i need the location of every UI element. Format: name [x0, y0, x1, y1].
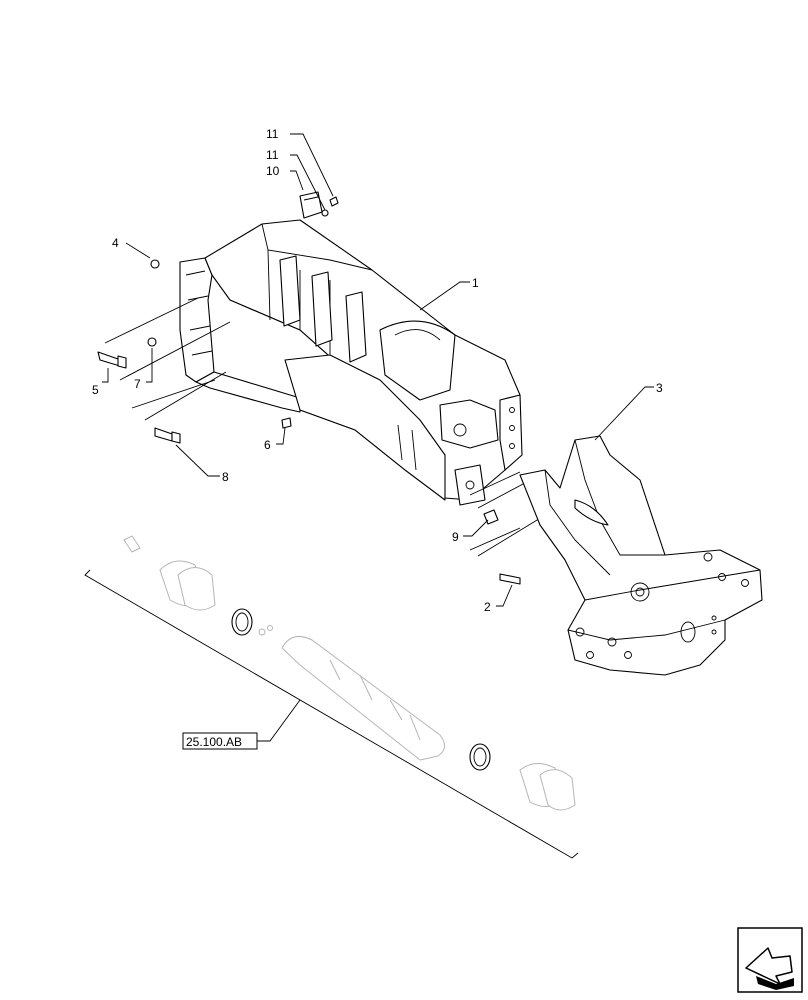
callout-11-second: 11	[266, 148, 279, 162]
reference-link[interactable]: 25.100.AB	[182, 732, 258, 750]
callout-7: 7	[134, 377, 141, 391]
callout-8: 8	[222, 470, 229, 484]
callout-1: 1	[472, 276, 479, 290]
arrow-nav-icon[interactable]	[737, 927, 803, 993]
callout-9: 9	[452, 530, 459, 544]
callout-11-top: 11	[266, 127, 279, 141]
callout-3: 3	[656, 381, 663, 395]
reference-label[interactable]: 25.100.AB	[186, 735, 242, 749]
small-bolt	[329, 196, 339, 207]
washer-7	[147, 337, 157, 347]
washer-4	[150, 259, 160, 269]
axle-support	[519, 435, 763, 676]
ghost-bracket-line	[84, 569, 579, 859]
callout-10: 10	[266, 164, 280, 178]
small-nut	[321, 209, 329, 217]
callout-6: 6	[264, 438, 271, 452]
ghost-axle	[123, 535, 576, 811]
bolt-5	[97, 351, 127, 369]
main-frame	[179, 219, 523, 506]
stud-2	[499, 573, 521, 585]
callout-5: 5	[92, 383, 99, 397]
callout-4: 4	[112, 236, 119, 250]
callout-2: 2	[484, 600, 491, 614]
clamp-block	[299, 191, 323, 219]
plug-6	[281, 417, 292, 429]
bolt-8	[154, 427, 181, 444]
callout-leaders	[102, 133, 654, 742]
